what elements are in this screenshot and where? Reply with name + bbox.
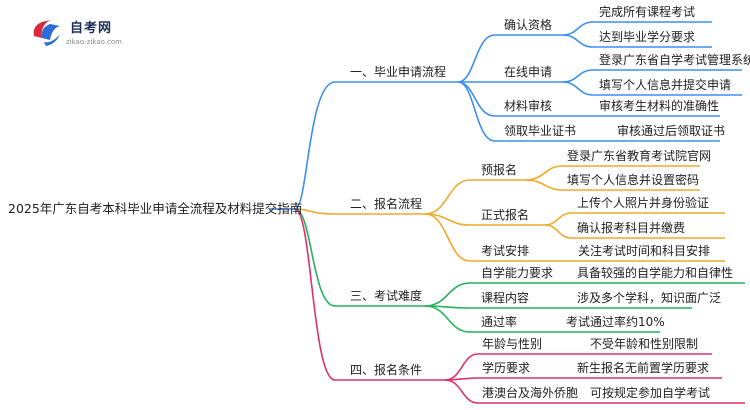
branch-1-child-2[interactable]: 在线申请 xyxy=(504,65,553,79)
leaf-4-3-1: 可按规定参加自学考试 xyxy=(590,386,711,400)
branch-3-connectors xyxy=(294,208,745,333)
branch-1-child-3[interactable]: 材料审核 xyxy=(504,99,553,113)
mindmap-root[interactable]: 2025年广东自考本科毕业申请全流程及材料提交指南 xyxy=(8,201,303,216)
branch-1-label[interactable]: 一、毕业申请流程 xyxy=(350,65,447,79)
branch-2-child-2[interactable]: 正式报名 xyxy=(481,208,530,222)
branch-1-child-1[interactable]: 确认资格 xyxy=(504,18,553,32)
branch-3-child-1[interactable]: 自学能力要求 xyxy=(481,266,554,280)
leaf-2-2-1: 上传个人照片并身份验证 xyxy=(577,196,710,210)
leaf-4-2-1: 新生报名无前置学历要求 xyxy=(577,361,710,375)
leaf-2-1-2: 填写个人信息并设置密码 xyxy=(567,173,700,187)
leaf-1-1-2: 达到毕业学分要求 xyxy=(599,30,696,44)
branch-1-connectors xyxy=(294,21,742,210)
graduation-cap-icon xyxy=(33,20,60,46)
leaf-1-3-1: 审核考生材料的准确性 xyxy=(599,99,720,113)
leaf-1-2-1: 登录广东省自学考试管理系统 xyxy=(599,53,750,67)
branch-4-child-3[interactable]: 港澳台及海外侨胞 xyxy=(482,386,579,400)
leaf-4-1-1: 不受年龄和性别限制 xyxy=(590,337,699,351)
branch-3-child-3[interactable]: 通过率 xyxy=(481,315,518,329)
branch-3-child-2[interactable]: 课程内容 xyxy=(481,291,530,305)
leaf-2-3-1: 关注考试时间和科目安排 xyxy=(578,244,711,258)
branch-2-label[interactable]: 二、报名流程 xyxy=(350,197,423,211)
branch-2-child-1[interactable]: 预报名 xyxy=(481,163,518,177)
branch-1-child-4[interactable]: 领取毕业证书 xyxy=(504,124,577,138)
leaf-3-2-1: 涉及多个学科，知识面广泛 xyxy=(577,291,722,305)
branch-4-child-1[interactable]: 年龄与性别 xyxy=(482,337,543,351)
branch-2-connectors xyxy=(294,165,725,262)
logo-url: zikao-zikao.com xyxy=(66,38,122,46)
branch-4-child-2[interactable]: 学历要求 xyxy=(482,361,531,375)
branch-4-connectors xyxy=(294,208,745,404)
leaf-2-1-1: 登录广东省教育考试院官网 xyxy=(567,149,712,163)
branch-3-label[interactable]: 三、考试难度 xyxy=(350,289,423,303)
logo-title: 自考网 xyxy=(70,21,113,36)
leaf-3-3-1: 考试通过率约10% xyxy=(566,315,665,329)
branch-4-label[interactable]: 四、报名条件 xyxy=(350,363,423,377)
leaf-1-2-2: 填写个人信息并提交申请 xyxy=(599,78,732,92)
branch-2-child-3[interactable]: 考试安排 xyxy=(481,244,530,258)
leaf-1-4-1: 审核通过后领取证书 xyxy=(617,124,726,138)
leaf-3-1-1: 具备较强的自学能力和自律性 xyxy=(577,266,734,280)
leaf-1-1-1: 完成所有课程考试 xyxy=(599,5,696,19)
leaf-2-2-2: 确认报考科目并缴费 xyxy=(577,221,686,235)
site-logo[interactable]: 自考网 zikao-zikao.com xyxy=(30,16,150,50)
